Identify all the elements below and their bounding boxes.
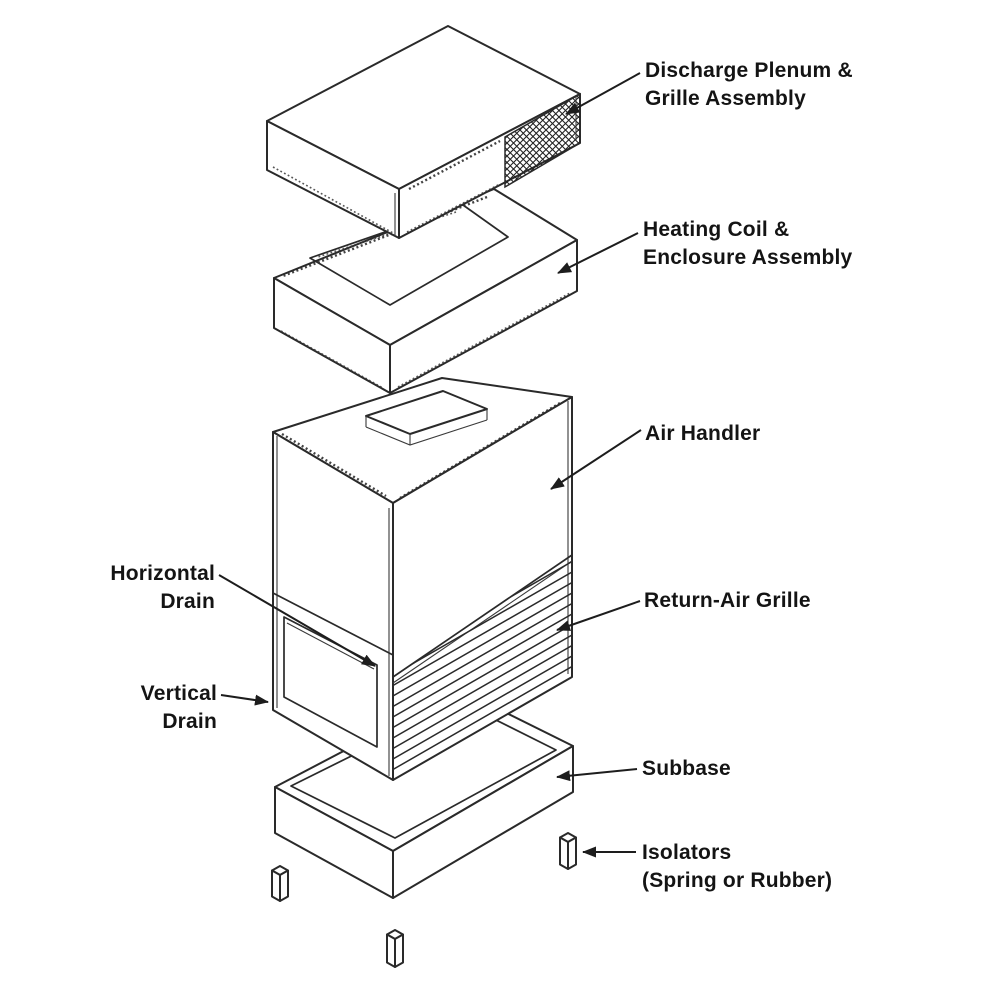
label-line: Air Handler <box>645 422 761 445</box>
discharge-grille <box>504 92 581 189</box>
leader-horizontal-drain <box>218 574 376 667</box>
heating-opening-texture <box>317 211 457 258</box>
isolator-right <box>559 832 577 870</box>
label-line: Vertical <box>140 682 217 705</box>
label-line: Drain <box>160 590 215 613</box>
leader-lines <box>218 72 642 858</box>
label-line: Isolators <box>642 841 732 864</box>
plenum-edge-texture <box>272 166 394 234</box>
leader-heating-coil <box>557 232 639 274</box>
label-line: Drain <box>162 710 217 733</box>
plenum-edge-texture <box>408 139 501 191</box>
label-air-handler: Air Handler <box>645 420 760 448</box>
label-heating-coil: Heating Coil & Enclosure Assembly <box>643 216 852 272</box>
air-handler-box <box>272 377 573 781</box>
leader-subbase <box>556 768 638 782</box>
discharge-plenum-box <box>266 25 581 239</box>
discharge-collar <box>365 390 488 446</box>
leader-return-air-grille <box>556 600 641 631</box>
air-handler-edge-texture <box>399 401 561 500</box>
isolator-center <box>386 929 404 968</box>
label-discharge-plenum: Discharge Plenum & Grille Assembly <box>645 57 853 113</box>
label-line: Enclosure Assembly <box>643 246 853 269</box>
label-return-air-grille: Return-Air Grille <box>644 587 811 615</box>
heating-coil-box <box>273 188 578 394</box>
heating-edge-texture <box>280 330 384 389</box>
label-line: Return-Air Grille <box>644 589 811 612</box>
label-line: Subbase <box>642 757 731 780</box>
heating-coil-opening <box>309 204 509 306</box>
label-line: Grille Assembly <box>645 87 806 110</box>
label-vertical-drain: Vertical Drain <box>60 680 217 736</box>
drain-panel-inner-line <box>286 622 375 670</box>
subbase-rim <box>290 701 557 839</box>
leader-vertical-drain <box>220 694 269 706</box>
label-line: Heating Coil & <box>643 218 790 241</box>
label-horizontal-drain: Horizontal Drain <box>60 560 215 616</box>
isolator-left <box>271 865 289 902</box>
air-handler-edge-texture <box>281 432 387 498</box>
label-line: Horizontal <box>110 562 215 585</box>
drain-panel-divider <box>272 592 394 656</box>
label-line: (Spring or Rubber) <box>642 869 833 892</box>
subbase-box <box>274 689 574 899</box>
leader-discharge-plenum <box>565 72 641 115</box>
leader-air-handler <box>550 429 642 490</box>
subbase-right-face <box>392 745 574 899</box>
label-line: Discharge Plenum & <box>645 59 853 82</box>
label-isolators: Isolators (Spring or Rubber) <box>642 839 832 895</box>
plenum-edge-texture <box>406 183 501 233</box>
heating-edge-texture <box>397 292 571 388</box>
label-subbase: Subbase <box>642 755 731 783</box>
heating-right-face <box>389 239 578 394</box>
